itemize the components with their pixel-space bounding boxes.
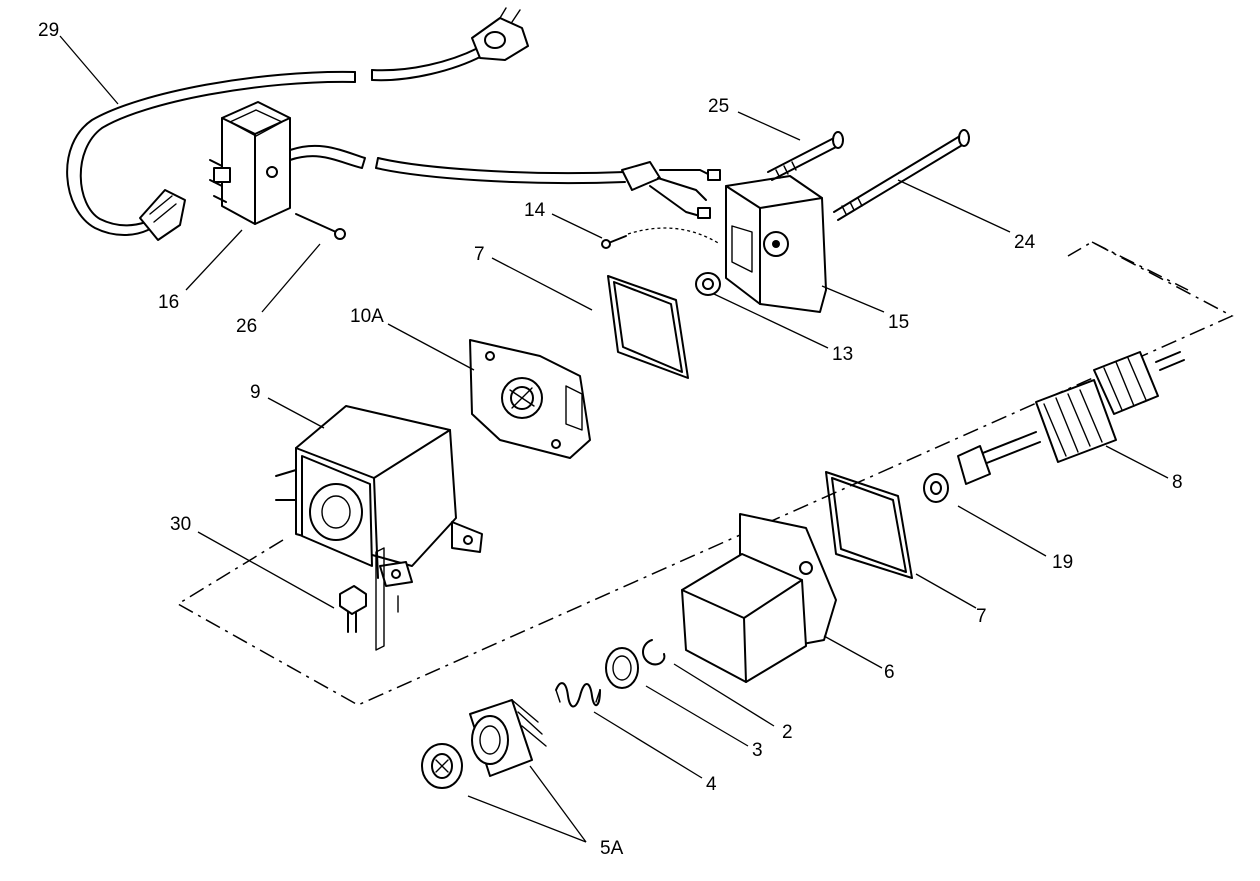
end-cap: [725, 175, 827, 313]
spring: [555, 682, 601, 708]
callout-4: 4: [706, 774, 717, 795]
callout-9: 9: [250, 382, 261, 403]
callout-7-lower: 7: [976, 606, 987, 627]
armature: [957, 351, 1185, 485]
callout-13: 13: [832, 344, 853, 365]
callout-14: 14: [524, 200, 546, 221]
callout-24: 24: [1014, 232, 1036, 253]
gasket-upper: [607, 275, 689, 379]
callout-26: 26: [236, 316, 257, 337]
bolt-24: [833, 129, 970, 221]
clip: [642, 639, 666, 666]
washer-19: [923, 473, 949, 503]
callout-19: 19: [1052, 552, 1073, 573]
callout-30: 30: [170, 514, 191, 535]
callout-5A: 5A: [600, 838, 624, 859]
power-cord: [66, 7, 529, 241]
callout-8: 8: [1172, 472, 1183, 493]
switch-box: [209, 101, 626, 225]
leader-lines: [59, 35, 1169, 843]
callout-2: 2: [782, 722, 793, 743]
callout-7-upper: 7: [474, 244, 485, 265]
assembly-boundary-line: [176, 241, 1234, 706]
screw-14: [601, 227, 721, 249]
wire-connector: [621, 161, 721, 219]
callout-10A: 10A: [350, 306, 384, 327]
spring-cup: [605, 647, 639, 689]
callout-29: 29: [38, 20, 59, 41]
brush-plate: [469, 339, 591, 459]
bolt-30: [339, 547, 399, 651]
field-housing: [275, 405, 483, 587]
screw-26: [295, 213, 346, 240]
callout-16: 16: [158, 292, 179, 313]
callout-6: 6: [884, 662, 895, 683]
pinion-gear: [469, 699, 547, 777]
drive-end-housing: [681, 513, 837, 683]
callout-25: 25: [708, 96, 729, 117]
gear-stop-nut: [421, 743, 463, 789]
callout-3: 3: [752, 740, 763, 761]
gasket-lower: [825, 471, 913, 579]
washer-13: [695, 272, 721, 296]
callout-15: 15: [888, 312, 909, 333]
assembly-boundary-tick: [1091, 241, 1189, 291]
bolt-25: [767, 131, 844, 181]
